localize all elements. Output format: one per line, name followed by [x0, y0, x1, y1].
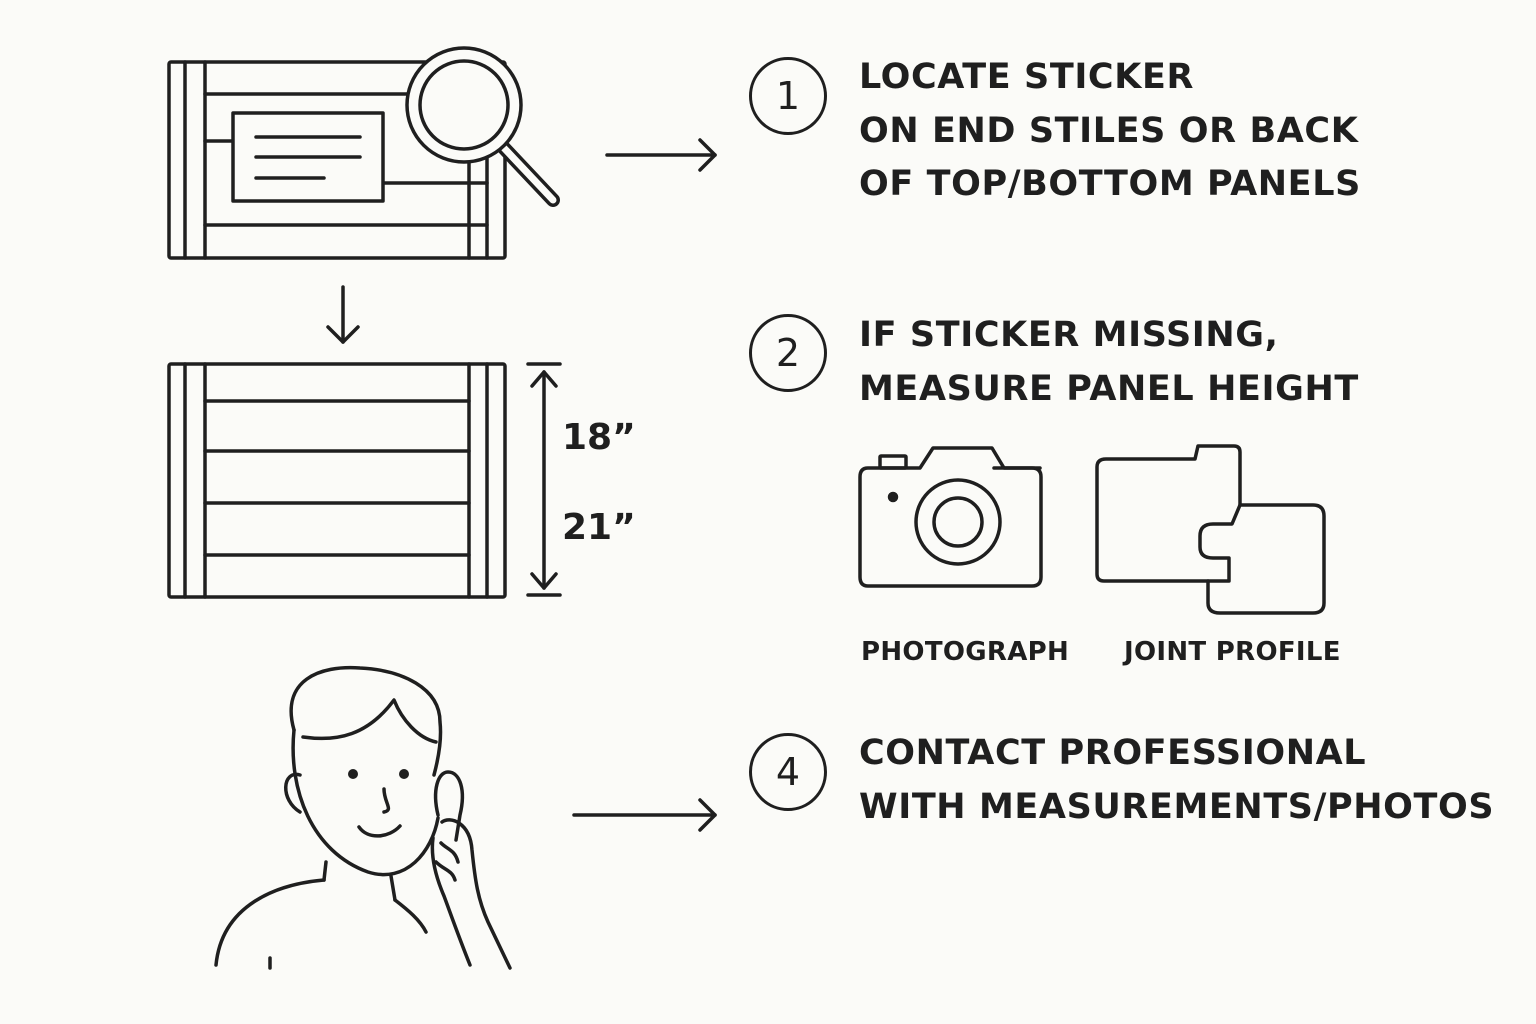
measurement-18-label: 18”: [562, 417, 636, 458]
magnifying-glass-icon: [405, 46, 560, 207]
step-2-number-badge: 2: [749, 314, 827, 392]
person-on-phone-icon: [214, 665, 512, 970]
step-4-text-line-1: CONTACT PROFESSIONAL: [859, 733, 1367, 773]
photograph-caption: PHOTOGRAPH: [861, 637, 1070, 667]
garage-door-panels-icon: [167, 362, 507, 599]
height-dimension-icon: [526, 362, 562, 597]
step-2-text-line-2: MEASURE PANEL HEIGHT: [859, 369, 1359, 409]
step-4-number-badge: 4: [749, 733, 827, 811]
joint-profile-icon: [1095, 444, 1326, 615]
joint-profile-caption: JOINT PROFILE: [1124, 637, 1341, 667]
step-4-text-line-2: WITH MEASUREMENTS/PHOTOS: [859, 787, 1495, 827]
garage-door-sticker-icon: [167, 60, 507, 260]
camera-icon: [858, 446, 1043, 588]
arrow-to-step-4-icon: [572, 798, 717, 832]
step-2-text-line-1: IF STICKER MISSING,: [859, 315, 1279, 355]
step-1-text-line-3: OF TOP/BOTTOM PANELS: [859, 164, 1361, 204]
step-1-text-line-2: ON END STILES OR BACK: [859, 111, 1359, 151]
step-1-text-line-1: LOCATE STICKER: [859, 57, 1195, 97]
measurement-21-label: 21”: [562, 507, 636, 548]
arrow-down-icon: [326, 285, 360, 344]
arrow-to-step-1-icon: [605, 138, 717, 172]
step-1-number-badge: 1: [749, 57, 827, 135]
